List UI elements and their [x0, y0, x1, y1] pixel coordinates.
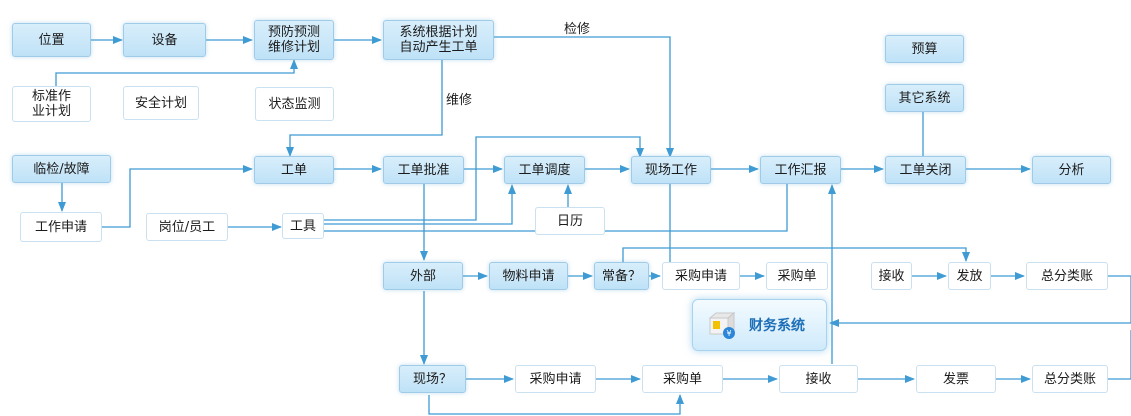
analysis-node[interactable]: 分析 — [1032, 156, 1111, 184]
inspection-label: 检修 — [564, 22, 591, 37]
edge-maintenance — [286, 60, 443, 157]
maintenance-label: 维修 — [446, 93, 473, 108]
purchase-request-2-node[interactable]: 采购申请 — [515, 365, 596, 393]
purchase-request-node[interactable]: 采购申请 — [662, 262, 740, 290]
edge-tools-report — [324, 183, 788, 232]
general-ledger-2-node[interactable]: 总分类账 — [1032, 365, 1108, 393]
invoice-node[interactable]: 发票 — [916, 365, 996, 393]
edge-onsite-order2 — [428, 394, 684, 415]
edge-tools-field — [324, 136, 644, 221]
edge-stock-issue — [622, 247, 970, 262]
condition-monitoring-node[interactable]: 状态监测 — [255, 87, 334, 121]
work-order-close-node[interactable]: 工单关闭 — [885, 156, 966, 184]
work-order-dispatch-node[interactable]: 工单调度 — [504, 156, 585, 184]
post-staff-node[interactable]: 岗位/员工 — [146, 213, 228, 241]
edge-request-workorder — [102, 165, 253, 228]
work-order-approval-node[interactable]: 工单批准 — [383, 156, 464, 184]
purchase-order-2-node[interactable]: 采购单 — [642, 365, 723, 393]
equipment-node[interactable]: 设备 — [123, 23, 206, 57]
finance-system-label: 财务系统 — [749, 318, 805, 334]
receive-node[interactable]: 接收 — [871, 262, 912, 290]
receive-2-node[interactable]: 接收 — [779, 365, 858, 393]
standard-plan-node[interactable]: 标准作 业计划 — [12, 86, 91, 122]
edge-standard-plan — [55, 59, 298, 86]
auto-work-order-node[interactable]: 系统根据计划 自动产生工单 — [383, 20, 494, 60]
general-ledger-node[interactable]: 总分类账 — [1026, 262, 1108, 290]
other-systems-node[interactable]: 其它系统 — [885, 84, 964, 112]
finance-system-node[interactable]: ¥ 财务系统 — [692, 299, 827, 351]
regular-stock-node[interactable]: 常备？ — [594, 262, 649, 290]
issue-node[interactable]: 发放 — [948, 262, 991, 290]
safety-plan-node[interactable]: 安全计划 — [123, 86, 199, 120]
work-order-node[interactable]: 工单 — [254, 156, 334, 184]
edge-tools-dispatch — [324, 184, 516, 225]
budget-node[interactable]: 预算 — [885, 35, 964, 63]
edge-ledger2-up — [1108, 330, 1131, 380]
purchase-order-node[interactable]: 采购单 — [766, 262, 828, 290]
inspection-fault-node[interactable]: 临检/故障 — [12, 155, 111, 183]
edge-ledger-finance — [829, 275, 1131, 327]
on-site-node[interactable]: 现场？ — [399, 365, 466, 393]
edge-inspection — [494, 36, 674, 158]
location-node[interactable]: 位置 — [12, 23, 91, 57]
preventive-plan-node[interactable]: 预防预测 维修计划 — [254, 20, 334, 60]
tools-node[interactable]: 工具 — [282, 213, 324, 239]
coin-box-icon: ¥ — [708, 311, 736, 339]
work-request-node[interactable]: 工作申请 — [20, 212, 102, 242]
svg-text:¥: ¥ — [726, 329, 731, 338]
field-work-node[interactable]: 现场工作 — [631, 156, 711, 184]
work-report-node[interactable]: 工作汇报 — [760, 156, 841, 184]
calendar-node[interactable]: 日历 — [535, 207, 605, 235]
external-node[interactable]: 外部 — [383, 262, 463, 290]
material-request-node[interactable]: 物料申请 — [489, 262, 568, 290]
